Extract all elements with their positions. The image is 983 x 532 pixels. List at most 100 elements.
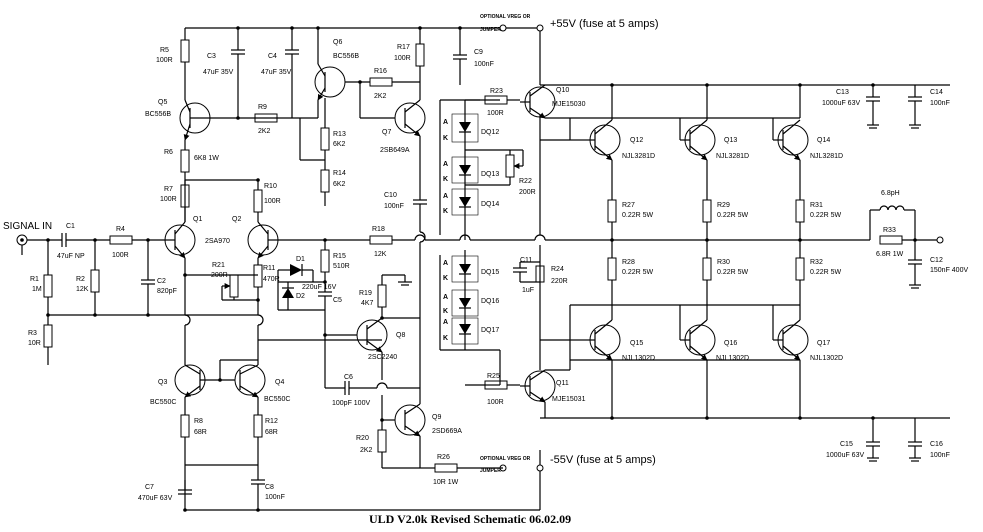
r22-value: 200R xyxy=(519,189,536,196)
q9-transistor-icon xyxy=(394,404,426,436)
input-stage xyxy=(16,233,258,365)
r23-ref: R23 xyxy=(490,88,503,95)
dq12-cathode-label: K xyxy=(443,135,448,142)
r2-value: 12K xyxy=(76,286,89,293)
jumper-note-top: JUMPER xyxy=(480,27,501,33)
dq14-ref: DQ14 xyxy=(481,201,499,208)
negative-rail-label: -55V (fuse at 5 amps) xyxy=(550,454,656,466)
q8-stage xyxy=(323,274,421,395)
q15-value: NJL1302D xyxy=(622,355,655,362)
q16-ref: Q16 xyxy=(724,340,737,347)
q2-value: 2SA970 xyxy=(205,238,230,245)
r28-ref: R28 xyxy=(622,259,635,266)
c13-ref: C13 xyxy=(836,89,849,96)
r4-value: 100R xyxy=(112,252,129,259)
r19-value: 4K7 xyxy=(361,300,374,307)
r23-value: 100R xyxy=(487,110,504,117)
q2-ref: Q2 xyxy=(232,216,241,223)
q17-ref: Q17 xyxy=(817,340,830,347)
q9-stage xyxy=(377,388,503,473)
dq15-anode-label: A xyxy=(443,260,448,267)
q11-ref: Q11 xyxy=(556,380,569,387)
r21-value: 200R xyxy=(211,272,228,279)
r9-value: 2K2 xyxy=(258,128,271,135)
r24-ref: R24 xyxy=(551,266,564,273)
c10-ref: C10 xyxy=(384,192,397,199)
c12-ref: C12 xyxy=(930,257,943,264)
r3-ref: R3 xyxy=(28,330,37,337)
r7-ref: R7 xyxy=(164,186,173,193)
r28-value: 0.22R 5W xyxy=(622,269,654,276)
c4-value: 47uF 35V xyxy=(261,69,292,76)
q4-ref: Q4 xyxy=(275,379,284,386)
q14-value: NJL3281D xyxy=(810,153,843,160)
c15-value: 1000uF 63V xyxy=(826,452,864,459)
dq15-ref: DQ15 xyxy=(481,269,499,276)
dq13-diode-icon xyxy=(459,165,471,175)
signal-in-label: SIGNAL IN xyxy=(3,221,52,232)
positive-rail-label: +55V (fuse at 5 amps) xyxy=(550,18,659,30)
r6-ref: R6 xyxy=(164,149,173,156)
c16-ref: C16 xyxy=(930,441,943,448)
q3-ref: Q3 xyxy=(158,379,167,386)
d1-diode-icon xyxy=(290,264,302,276)
q7-ref: Q7 xyxy=(382,129,391,136)
q9-value: 2SD669A xyxy=(432,428,462,435)
c2-ref: C2 xyxy=(157,278,166,285)
dq15-diode-icon xyxy=(459,264,471,274)
r8-value: 68R xyxy=(194,429,207,436)
r21-ref: R21 xyxy=(212,262,225,269)
q15-ref: Q15 xyxy=(630,340,643,347)
r16-ref: R16 xyxy=(374,68,387,75)
dq17-ref: DQ17 xyxy=(481,327,499,334)
r6-value: 6K8 1W xyxy=(194,155,219,162)
drivers xyxy=(520,84,585,418)
c11-ref: C11 xyxy=(520,257,532,264)
dq12-anode-label: A xyxy=(443,119,448,126)
c9-ref: C9 xyxy=(474,49,483,56)
q6-value: BC556B xyxy=(333,53,359,60)
r32-ref: R32 xyxy=(810,259,823,266)
r10-value: 100R xyxy=(264,198,281,205)
output-terminal-icon xyxy=(936,236,944,244)
power-rails xyxy=(185,24,950,511)
r29-ref: R29 xyxy=(717,202,730,209)
q12-value: NJL3281D xyxy=(622,153,655,160)
r33-ref: R33 xyxy=(883,227,896,234)
r5-value: 100R xyxy=(156,57,173,64)
r3-value: 10R xyxy=(28,340,41,347)
r33-value: 6.8R 1W xyxy=(876,251,904,258)
r13-value: 6K2 xyxy=(333,141,346,148)
current-mirror xyxy=(174,339,382,512)
r1-value: 1M xyxy=(32,286,42,293)
r18-value: 12K xyxy=(374,251,387,258)
c2-value: 820pF xyxy=(157,288,177,295)
r10-ref: R10 xyxy=(264,183,277,190)
r16-value: 2K2 xyxy=(374,93,387,100)
c14-ref: C14 xyxy=(930,89,943,96)
r7-value: 100R xyxy=(160,196,177,203)
c8-value: 100nF xyxy=(265,494,285,501)
q5-ref: Q5 xyxy=(158,99,167,106)
q1-ref: Q1 xyxy=(193,216,202,223)
l1-value: 6.8pH xyxy=(881,190,900,197)
r29-value: 0.22R 5W xyxy=(717,212,749,219)
q5-value: BC556B xyxy=(145,111,171,118)
q16-value: NJL1302D xyxy=(716,355,749,362)
q10-ref: Q10 xyxy=(556,87,569,94)
c9-value: 100nF xyxy=(474,61,494,68)
r26-value: 10R 1W xyxy=(433,479,459,486)
c10-value: 100nF xyxy=(384,203,404,210)
r20-value: 2K2 xyxy=(360,447,373,454)
q17-value: NJL1302D xyxy=(810,355,843,362)
r2-ref: R2 xyxy=(76,276,85,283)
diff-pair xyxy=(164,178,870,360)
r31-value: 0.22R 5W xyxy=(810,212,842,219)
c14-value: 100nF xyxy=(930,100,950,107)
r17-value: 100R xyxy=(394,55,411,62)
q12-ref: Q12 xyxy=(630,137,643,144)
c4-ref: C4 xyxy=(268,53,277,60)
r27-ref: R27 xyxy=(622,202,635,209)
r15-ref: R15 xyxy=(333,253,346,260)
